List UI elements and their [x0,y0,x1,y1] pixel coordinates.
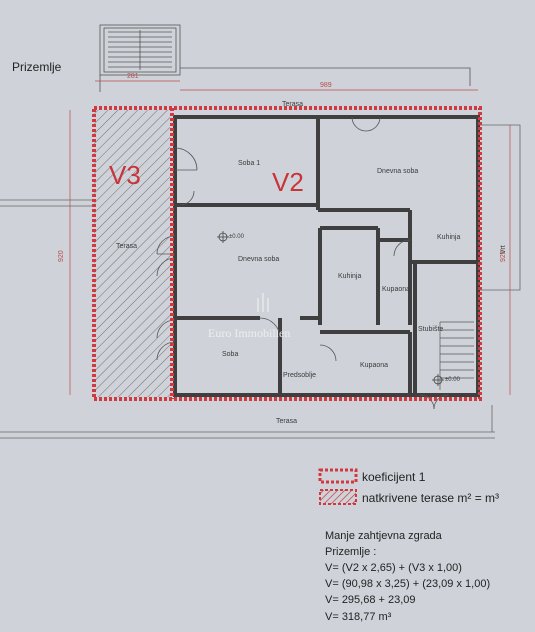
dim-left-height: 920 [58,250,65,262]
room-stubiste: Stubište [418,326,444,333]
calc-title: Manje zahtjevna zgrada [325,530,442,542]
room-predsoblje: Predsoblje [283,372,317,379]
calc-line: V= 295,68 + 23,09 [325,594,416,606]
room-kupaona-small: Kupaona [382,286,411,293]
walls [173,115,480,397]
dim-top-left: 281 [127,73,139,80]
room-vrt: Vrt [500,245,507,254]
room-soba1: Soba 1 [238,160,261,167]
room-dnevna-soba-center: Dnevna soba [238,256,280,263]
dimension-lines [69,80,511,395]
legend-dotted-swatch [318,468,358,484]
zone-v3-label: V3 [109,160,141,190]
dim-top-total: 989 [320,82,332,89]
room-terasa-bottom: Terasa [276,418,298,425]
calc-line: V= (V2 x 2,65) + (V3 x 1,00) [325,562,462,574]
room-terasa-left: Terasa [116,243,138,250]
zone-v2-label: V2 [272,167,304,197]
room-terasa-top: Terasa [282,101,304,108]
legend-terase: natkrivene terase m² = m³ [362,491,500,505]
level-marker-b: ±0.00 [445,377,460,383]
v3-terrace-hatch [94,110,170,397]
top-stair [99,24,471,92]
stairs [439,321,474,390]
room-kuhinja-right: Kuhinja [437,234,461,241]
floor-label: Prizemlje [12,60,62,74]
calc-line: V= (90,98 x 3,25) + (23,09 x 1,00) [325,578,491,590]
room-kupaona-bottom: Kupaona [360,362,389,369]
room-dnevna-soba-right: Dnevna soba [377,168,419,175]
level-marker-a: ±0.00 [229,234,244,240]
door-swings [156,116,449,410]
watermark-text: Euro Immobilien [208,326,291,340]
watermark-logo [257,293,269,312]
legend-hatched-swatch [319,489,357,505]
boundary-koeficijent [92,106,482,401]
calc-line: V= 318,77 m³ [325,611,392,623]
calc-subtitle: Prizemlje : [325,546,377,558]
room-kuhinja-center: Kuhinja [338,273,362,280]
room-soba: Soba [222,351,239,358]
legend-koeficijent: koeficijent 1 [362,470,426,484]
